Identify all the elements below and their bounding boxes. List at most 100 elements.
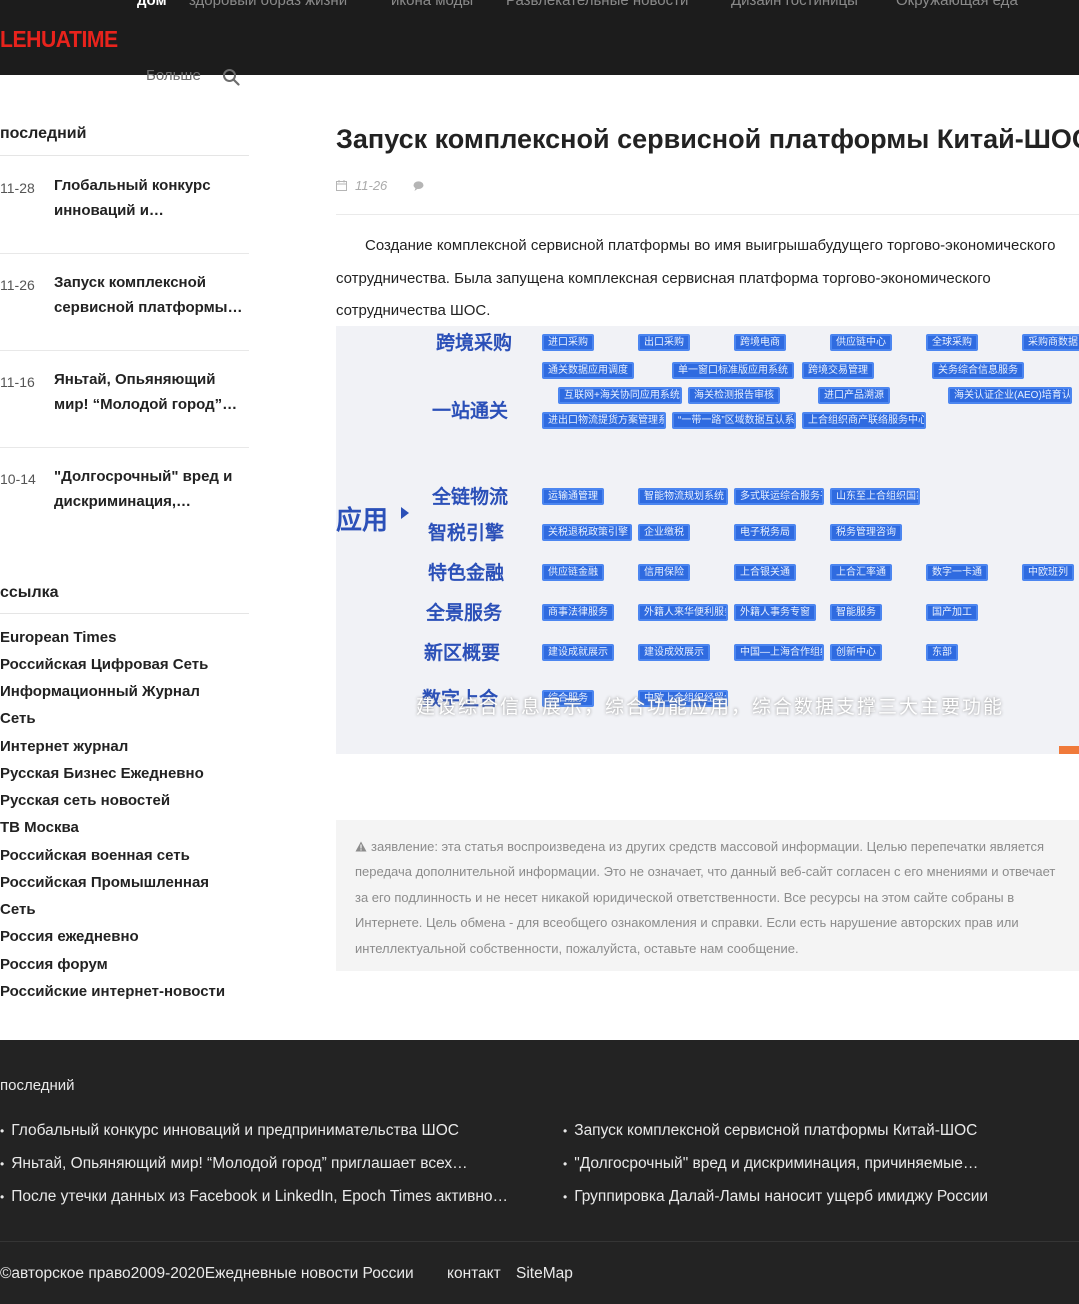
image-chip: 上合银关通 — [734, 564, 796, 581]
nav-more[interactable]: Больше — [146, 67, 201, 84]
image-chip: 商事法律服务 — [542, 604, 614, 621]
latest-date: 11-26 — [0, 277, 35, 293]
latest-item[interactable]: 11-26 Запуск комплексной сервисной платф… — [0, 254, 249, 351]
site-logo[interactable]: LEHUATIME — [0, 26, 118, 52]
contact-link[interactable]: контакт — [447, 1265, 501, 1282]
friend-link[interactable]: Сеть — [0, 901, 36, 918]
image-chip: 供应链中心 — [830, 334, 892, 351]
footer-latest-item[interactable]: Яньтай, Опьяняющий мир! “Молодой город” … — [0, 1155, 467, 1173]
image-chip: 外籍人事务专窗 — [734, 604, 816, 621]
image-chip: 外籍人来华便利服务 — [638, 604, 728, 621]
image-chip: 海关检测报告审核 — [688, 387, 780, 404]
image-chip: 中国—上海合作组织经贸学院 — [734, 644, 824, 661]
image-decoration — [1059, 746, 1079, 754]
image-chip: 东部 — [926, 644, 958, 661]
arrow-icon — [401, 507, 409, 519]
image-chip: 电子税务局 — [734, 524, 796, 541]
friend-link[interactable]: ТВ Москва — [0, 819, 79, 836]
divider — [336, 214, 1079, 215]
image-chip: 税务管理咨询 — [830, 524, 902, 541]
image-chip: 建设成效展示 — [638, 644, 710, 661]
divider — [0, 613, 249, 614]
copyright-text: ©авторское право2009-2020Ежедневные ново… — [0, 1265, 414, 1282]
image-chip: 进出口物流提货方案管理系统集成 — [542, 412, 666, 429]
image-chip: 山东至上合组织国家物流 — [830, 488, 920, 505]
footer-latest-item[interactable]: Группировка Далай-Ламы наносит ущерб ими… — [563, 1188, 988, 1206]
image-row-label: 一站通关 — [432, 401, 509, 422]
image-chip: 上合组织商产联络服务中心集成 — [802, 412, 926, 429]
links-section-title: ссылка — [0, 584, 59, 601]
image-chip: 供应链金融 — [542, 564, 604, 581]
image-chip: 多式联运综合服务平台 — [734, 488, 824, 505]
search-icon[interactable] — [222, 68, 240, 86]
friend-link[interactable]: Сеть — [0, 710, 36, 727]
article-date: 11-26 — [355, 178, 388, 193]
nav-item-food[interactable]: Окружающая еда — [896, 0, 1018, 9]
image-chip: 建设成就展示 — [542, 644, 614, 661]
image-chip: 关税退税政策引擎 — [542, 524, 632, 541]
footer-latest-item[interactable]: "Долгосрочный" вред и дискриминация, при… — [563, 1155, 978, 1173]
article-body: Создание комплексной сервисной платформы… — [336, 237, 1056, 319]
latest-title[interactable]: "Долгосрочный" вред и дискриминация,… — [54, 468, 233, 510]
image-row-label: 全景服务 — [426, 603, 503, 624]
friend-link[interactable]: Российская военная сеть — [0, 847, 190, 864]
image-chip: 中欧上合组织经贸合作 — [638, 690, 728, 707]
image-row-label: 新区概要 — [424, 643, 501, 664]
image-chip: 企业缴税 — [638, 524, 690, 541]
friend-link[interactable]: European Times — [0, 629, 117, 646]
friend-link[interactable]: Русская сеть новостей — [0, 792, 171, 809]
nav-item-health[interactable]: здоровый образ жизни — [189, 0, 348, 9]
nav-item-fashion[interactable]: икона моды — [391, 0, 474, 9]
image-chip: 采购商数据 — [1022, 334, 1079, 351]
latest-date: 11-28 — [0, 180, 35, 196]
friend-link[interactable]: Россия ежедневно — [0, 928, 139, 945]
nav-item-home[interactable]: дом — [137, 0, 167, 9]
image-chip: 智能物流规划系统 — [638, 488, 728, 505]
image-row-label: 数字上合 — [422, 689, 499, 710]
site-header: дом здоровый образ жизни икона моды Разв… — [0, 0, 1079, 86]
site-footer: последний Глобальный конкурс инноваций и… — [0, 1040, 1079, 1304]
footer-latest-item[interactable]: Запуск комплексной сервисной платформы К… — [563, 1122, 977, 1140]
latest-title[interactable]: Запуск комплексной сервисной платформы… — [54, 274, 243, 316]
image-chip: 上合汇率通 — [830, 564, 892, 581]
friend-link[interactable]: Русская Бизнес Ежедневно — [0, 765, 204, 782]
latest-item[interactable]: 11-16 Яньтай, Опьяняющий мир! “Молодой г… — [0, 351, 249, 448]
image-row-label: 智税引擎 — [428, 523, 505, 544]
footer-latest-item[interactable]: После утечки данных из Facebook и Linked… — [0, 1188, 508, 1206]
disclaimer-text: заявление: эта статья воспроизведена из … — [355, 839, 1056, 956]
image-chip: 数字一卡通 — [926, 564, 988, 581]
latest-item[interactable]: 11-28 Глобальный конкурс инноваций и… — [0, 157, 249, 254]
latest-date: 10-14 — [0, 471, 36, 487]
warning-icon — [355, 841, 367, 852]
footer-latest-item[interactable]: Глобальный конкурс инноваций и предприни… — [0, 1122, 459, 1140]
latest-title[interactable]: Глобальный конкурс инноваций и… — [54, 177, 211, 219]
nav-item-hotel[interactable]: Дизайн гостиницы — [731, 0, 858, 9]
latest-item[interactable]: 10-14 "Долгосрочный" вред и дискриминаци… — [0, 448, 249, 545]
disclaimer-notice: заявление: эта статья воспроизведена из … — [336, 820, 1079, 971]
image-chip: 全球采购 — [926, 334, 978, 351]
image-chip: 国产加工 — [926, 604, 978, 621]
image-row-label: 全链物流 — [432, 487, 509, 508]
latest-date: 11-16 — [0, 374, 35, 390]
sitemap-link[interactable]: SiteMap — [516, 1265, 573, 1282]
image-chip: 中欧班列 — [1022, 564, 1074, 581]
friend-link[interactable]: Российские интернет-новости — [0, 983, 226, 1000]
comment-icon[interactable] — [413, 181, 424, 191]
image-chip: 跨境电商 — [734, 334, 786, 351]
divider — [0, 155, 249, 156]
image-chip: 智能服务 — [830, 604, 882, 621]
friend-link[interactable]: Интернет журнал — [0, 738, 129, 755]
image-chip: 海关认证企业(AEO)培育认证系统集成 — [948, 387, 1072, 404]
friend-link[interactable]: Россия форум — [0, 956, 108, 973]
article-image: 应用 跨境采购进口采购出口采购跨境电商供应链中心全球采购采购商数据一站通关通关数… — [336, 326, 1079, 754]
image-chip: 关务综合信息服务 — [932, 362, 1024, 379]
calendar-icon — [336, 180, 347, 191]
friend-link[interactable]: Информационный Журнал — [0, 683, 200, 700]
footer-latest-title: последний — [0, 1077, 75, 1094]
image-caption: 建设综合信息展示，综合功能应用，综合数据支撑三大主要功能 — [416, 697, 1005, 718]
latest-title[interactable]: Яньтай, Опьяняющий мир! “Молодой город”… — [54, 371, 238, 413]
friend-link[interactable]: Российская Цифровая Сеть — [0, 656, 209, 673]
image-chip: 单一窗口标准版应用系统 — [672, 362, 794, 379]
nav-item-entertainment[interactable]: Развлекательные новости — [506, 0, 689, 9]
friend-link[interactable]: Российская Промышленная — [0, 874, 210, 891]
